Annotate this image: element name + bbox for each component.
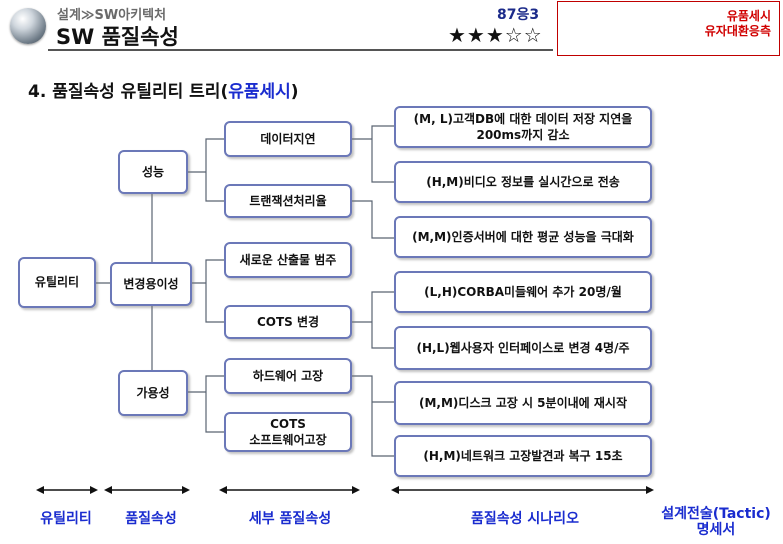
mnemonic-box: 유품세시 유자대환응측 <box>557 1 780 56</box>
connector-cots-change <box>352 291 394 349</box>
scenario-node: (L,H)CORBA미들웨어 추가 20명/월 <box>394 271 652 313</box>
globe-logo-icon <box>10 8 46 44</box>
connector-transaction <box>352 200 394 239</box>
sub-attribute-hardware-failure: 하드웨어 고장 <box>224 358 352 394</box>
level-label-sub-attribute: 세부 품질속성 <box>248 511 332 527</box>
section-title-suffix: ) <box>290 82 299 102</box>
connector-data-latency <box>352 125 394 183</box>
section-title: 4. 품질속성 유틸리티 트리(유품세시) <box>28 77 299 102</box>
scenario-node: (H,M)네트워크 고장발견과 복구 15초 <box>394 435 652 477</box>
scenario-node: (M,M)디스크 고장 시 5분이내에 재시작 <box>394 381 652 425</box>
title-underline <box>48 49 553 51</box>
sub-attribute-data-latency: 데이터지연 <box>224 121 352 157</box>
section-title-highlight: 유품세시 <box>228 82 291 102</box>
scenario-node: (M,M)인증서버에 대한 평균 성능을 극대화 <box>394 216 652 258</box>
mnemonic-line-2: 유자대환응측 <box>704 24 771 38</box>
section-title-prefix: 4. 품질속성 유틸리티 트리( <box>28 82 229 102</box>
sub-attribute-cots-software-failure: COTS 소프트웨어고장 <box>224 412 352 452</box>
page-title: SW 품질속성 <box>56 25 179 49</box>
root-node-utility: 유틸리티 <box>18 257 96 308</box>
mnemonic-line-1: 유품세시 <box>726 9 771 23</box>
attribute-node-performance: 성능 <box>118 150 188 194</box>
scenario-node: (H,L)웹사용자 인터페이스로 변경 4명/주 <box>394 326 652 370</box>
level-label-tactic-spec: 설계전술(Tactic) 명세서 <box>661 506 771 539</box>
topic-code: 87응3 <box>497 7 540 23</box>
attribute-node-availability: 가용성 <box>118 370 188 416</box>
attribute-node-modifiability: 변경용이성 <box>110 262 192 306</box>
connector-availability <box>188 375 224 433</box>
sub-attribute-transaction-rate: 트랜잭션처리율 <box>224 184 352 218</box>
connector-performance <box>188 138 224 202</box>
difficulty-stars: ★★★☆☆ <box>448 23 543 47</box>
connector-hw-failure <box>352 375 394 457</box>
scenario-node: (M, L)고객DB에 대한 데이터 저장 지연을 200ms까지 감소 <box>394 106 652 148</box>
breadcrumb: 설계≫SW아키텍처 <box>57 8 167 23</box>
level-label-attribute: 품질속성 <box>125 511 177 527</box>
sub-attribute-cots-change: COTS 변경 <box>224 305 352 339</box>
level-label-utility: 유틸리티 <box>40 511 92 527</box>
sub-attribute-new-product-category: 새로운 산출물 범주 <box>224 242 352 278</box>
header: 설계≫SW아키텍처 SW 품질속성 87응3 ★★★☆☆ 유품세시 유자대환응측 <box>0 0 783 58</box>
scenario-node: (H,M)비디오 정보를 실시간으로 전송 <box>394 161 652 203</box>
level-label-scenario: 품질속성 시나리오 <box>471 511 579 527</box>
connector-modifiability <box>188 259 224 323</box>
